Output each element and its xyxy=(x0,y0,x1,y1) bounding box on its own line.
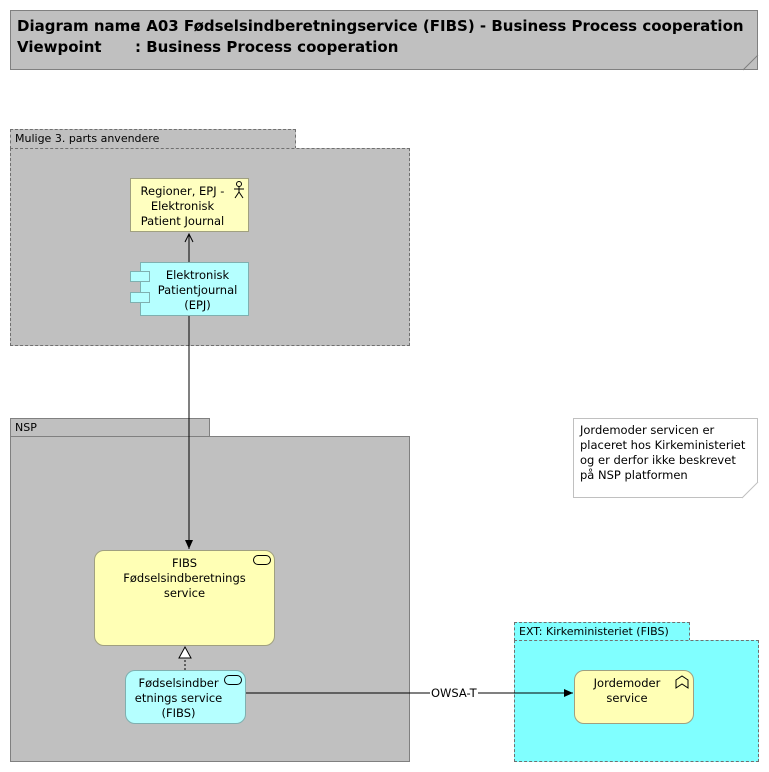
diagram-title-box: Diagram name: A03 Fødselsindberetningser… xyxy=(10,10,759,71)
business-function-jordemoder[interactable]: Jordemoder service xyxy=(574,670,694,724)
diagram-name-label: Diagram name xyxy=(17,17,141,35)
diagram-name-row: Diagram name: A03 Fødselsindberetningser… xyxy=(17,17,744,35)
diagram-name-value: : A03 Fødselsindberetningservice (FIBS) … xyxy=(135,17,744,35)
app-component-label: Elektronisk Patientjournal (EPJ) xyxy=(157,268,238,312)
group-label-third-party: Mulige 3. parts anvendere xyxy=(15,132,160,145)
jordemoder-label: Jordemoder service xyxy=(593,676,661,705)
actor-label: Regioner, EPJ - Elektronisk Patient Jour… xyxy=(140,184,225,228)
business-function-icon xyxy=(675,675,689,689)
application-service-fibs[interactable]: Fødselsindber etnings service (FIBS) xyxy=(125,670,246,724)
edge-label-owsa: OWSA-T xyxy=(430,686,478,700)
actor-regioner-epj[interactable]: Regioner, EPJ - Elektronisk Patient Jour… xyxy=(130,178,249,232)
note-fold-icon xyxy=(742,482,759,499)
viewpoint-label: Viewpoint xyxy=(17,38,102,56)
component-icon-upper xyxy=(130,271,150,282)
service-icon xyxy=(253,555,271,565)
business-service-label: FIBS Fødselsindberetnings service xyxy=(123,556,246,600)
business-service-fibs[interactable]: FIBS Fødselsindberetnings service xyxy=(94,550,275,646)
group-label-nsp: NSP xyxy=(15,421,37,434)
app-component-epj[interactable]: Elektronisk Patientjournal (EPJ) xyxy=(140,262,249,316)
viewpoint-row: Viewpoint : Business Process cooperation xyxy=(17,38,398,56)
group-tab-third-party: Mulige 3. parts anvendere xyxy=(10,129,296,149)
service-icon xyxy=(224,675,242,685)
corner-fold-icon xyxy=(743,55,759,71)
group-label-ext: EXT: Kirkeministeriet (FIBS) xyxy=(519,625,669,638)
business-actor-icon xyxy=(234,181,244,199)
component-icon-lower xyxy=(130,292,150,303)
note: Jordemoder servicen er placeret hos Kirk… xyxy=(573,418,758,498)
note-text: Jordemoder servicen er placeret hos Kirk… xyxy=(580,423,746,482)
viewpoint-value: : Business Process cooperation xyxy=(135,38,399,56)
application-service-label: Fødselsindber etnings service (FIBS) xyxy=(134,676,223,720)
